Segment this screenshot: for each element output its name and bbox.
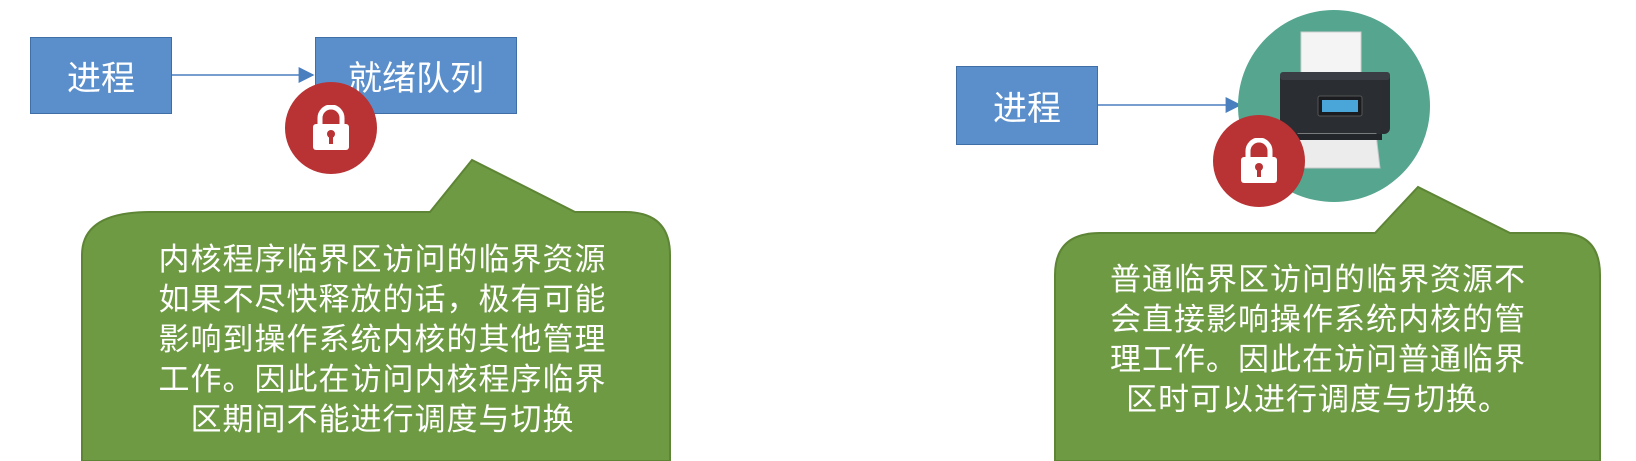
left-process-label: 进程 [67, 59, 135, 99]
right-speech-bubble [1054, 185, 1601, 461]
right-bubble-text: 普通临界区访问的临界资源不 会直接影响操作系统内核的管 理工作。因此在访问普通临… [1110, 262, 1526, 418]
left-speech-bubble [81, 158, 671, 461]
right-process-box: 进程 [956, 66, 1098, 145]
lock-icon [285, 82, 377, 174]
ready-queue-box: 就绪队列 [315, 37, 517, 114]
left-bubble-text: 内核程序临界区访问的临界资源 如果不尽快释放的话，极有可能 影响到操作系统内核的… [158, 242, 607, 438]
left-process-box: 进程 [30, 37, 172, 114]
ready-queue-label: 就绪队列 [348, 59, 484, 99]
right-process-label: 进程 [993, 89, 1061, 129]
lock-icon [1213, 115, 1305, 207]
